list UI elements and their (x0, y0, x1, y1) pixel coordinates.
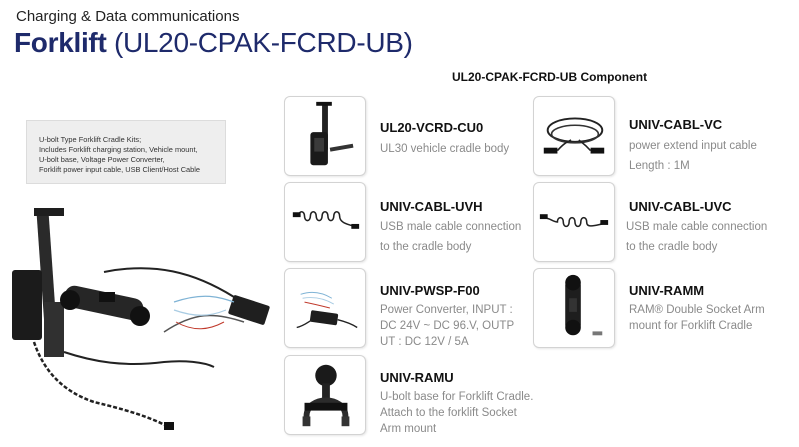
component-description-line: Power Converter, INPUT : (380, 304, 513, 316)
kit-description-box: U-bolt Type Forklift Cradle Kits; Includ… (26, 120, 226, 184)
component-description: U-bolt base for Forklift Cradle. Attach … (380, 389, 533, 437)
component-description-line: USB male cable connection (626, 221, 768, 233)
kit-assembly-photo (4, 192, 274, 442)
component-image-power-extend-cable (533, 96, 615, 176)
component-name: UNIV-RAMM (629, 283, 705, 298)
component-description: USB male cable connection to the cradle … (626, 219, 767, 255)
kit-line: U-bolt Type Forklift Cradle Kits; (39, 135, 142, 144)
components-heading: UL20-CPAK-FCRD-UB Component (452, 70, 648, 84)
title-model: (UL20-CPAK-FCRD-UB) (113, 27, 413, 58)
component-name: UL20-VCRD-CU0 (380, 120, 484, 135)
component-name: UNIV-PWSP-F00 (380, 283, 480, 298)
component-image-usb-cable-uvc (533, 182, 615, 262)
component-description-line: U-bolt base for Forklift Cradle. (380, 391, 534, 403)
component-description-line: to the cradle body (380, 241, 472, 253)
component-description: RAM® Double Socket Arm mount for Forklif… (629, 302, 765, 334)
component-description-line: RAM® Double Socket Arm (629, 304, 765, 316)
component-description: power extend input cable Length : 1M (629, 138, 757, 174)
kit-line: Forklift power input cable, USB Client/H… (39, 165, 201, 174)
component-name: UNIV-CABL-UVC (629, 199, 732, 214)
component-description-line: power extend input cable (629, 140, 757, 152)
component-name: UNIV-RAMU (380, 370, 454, 385)
component-image-ram-double-socket-arm (533, 268, 615, 348)
component-description-line: UL30 vehicle cradle body (380, 143, 510, 155)
component-description-line: UT : DC 12V / 5A (380, 336, 469, 348)
component-description: Power Converter, INPUT : DC 24V ~ DC 96.… (380, 302, 514, 350)
component-description-line: to the cradle body (626, 241, 718, 253)
kit-line: Includes Forklift charging station, Vehi… (39, 145, 198, 154)
title-product: Forklift (14, 27, 107, 58)
component-image-power-converter (284, 268, 366, 348)
component-description-line: USB male cable connection (380, 221, 522, 233)
component-image-vehicle-cradle (284, 96, 366, 176)
page-title: Forklift (UL20-CPAK-FCRD-UB) (14, 27, 413, 59)
component-name: UNIV-CABL-UVH (380, 199, 483, 214)
component-description-line: Length : 1M (629, 160, 690, 172)
component-description: USB male cable connection to the cradle … (380, 219, 521, 255)
component-description-line: DC 24V ~ DC 96.V, OUTP (380, 320, 515, 332)
kit-line: U-bolt base, Voltage Power Converter, (39, 155, 165, 164)
component-image-ram-ubolt (284, 355, 366, 435)
component-image-usb-cable-uvh (284, 182, 366, 262)
component-description-line: mount for Forklift Cradle (629, 320, 753, 332)
component-description-line: Attach to the forklift Socket (380, 407, 517, 419)
component-description: UL30 vehicle cradle body (380, 141, 509, 157)
page-subtitle: Charging & Data communications (16, 8, 240, 25)
component-name: UNIV-CABL-VC (629, 117, 723, 132)
component-description-line: Arm mount (380, 423, 437, 435)
